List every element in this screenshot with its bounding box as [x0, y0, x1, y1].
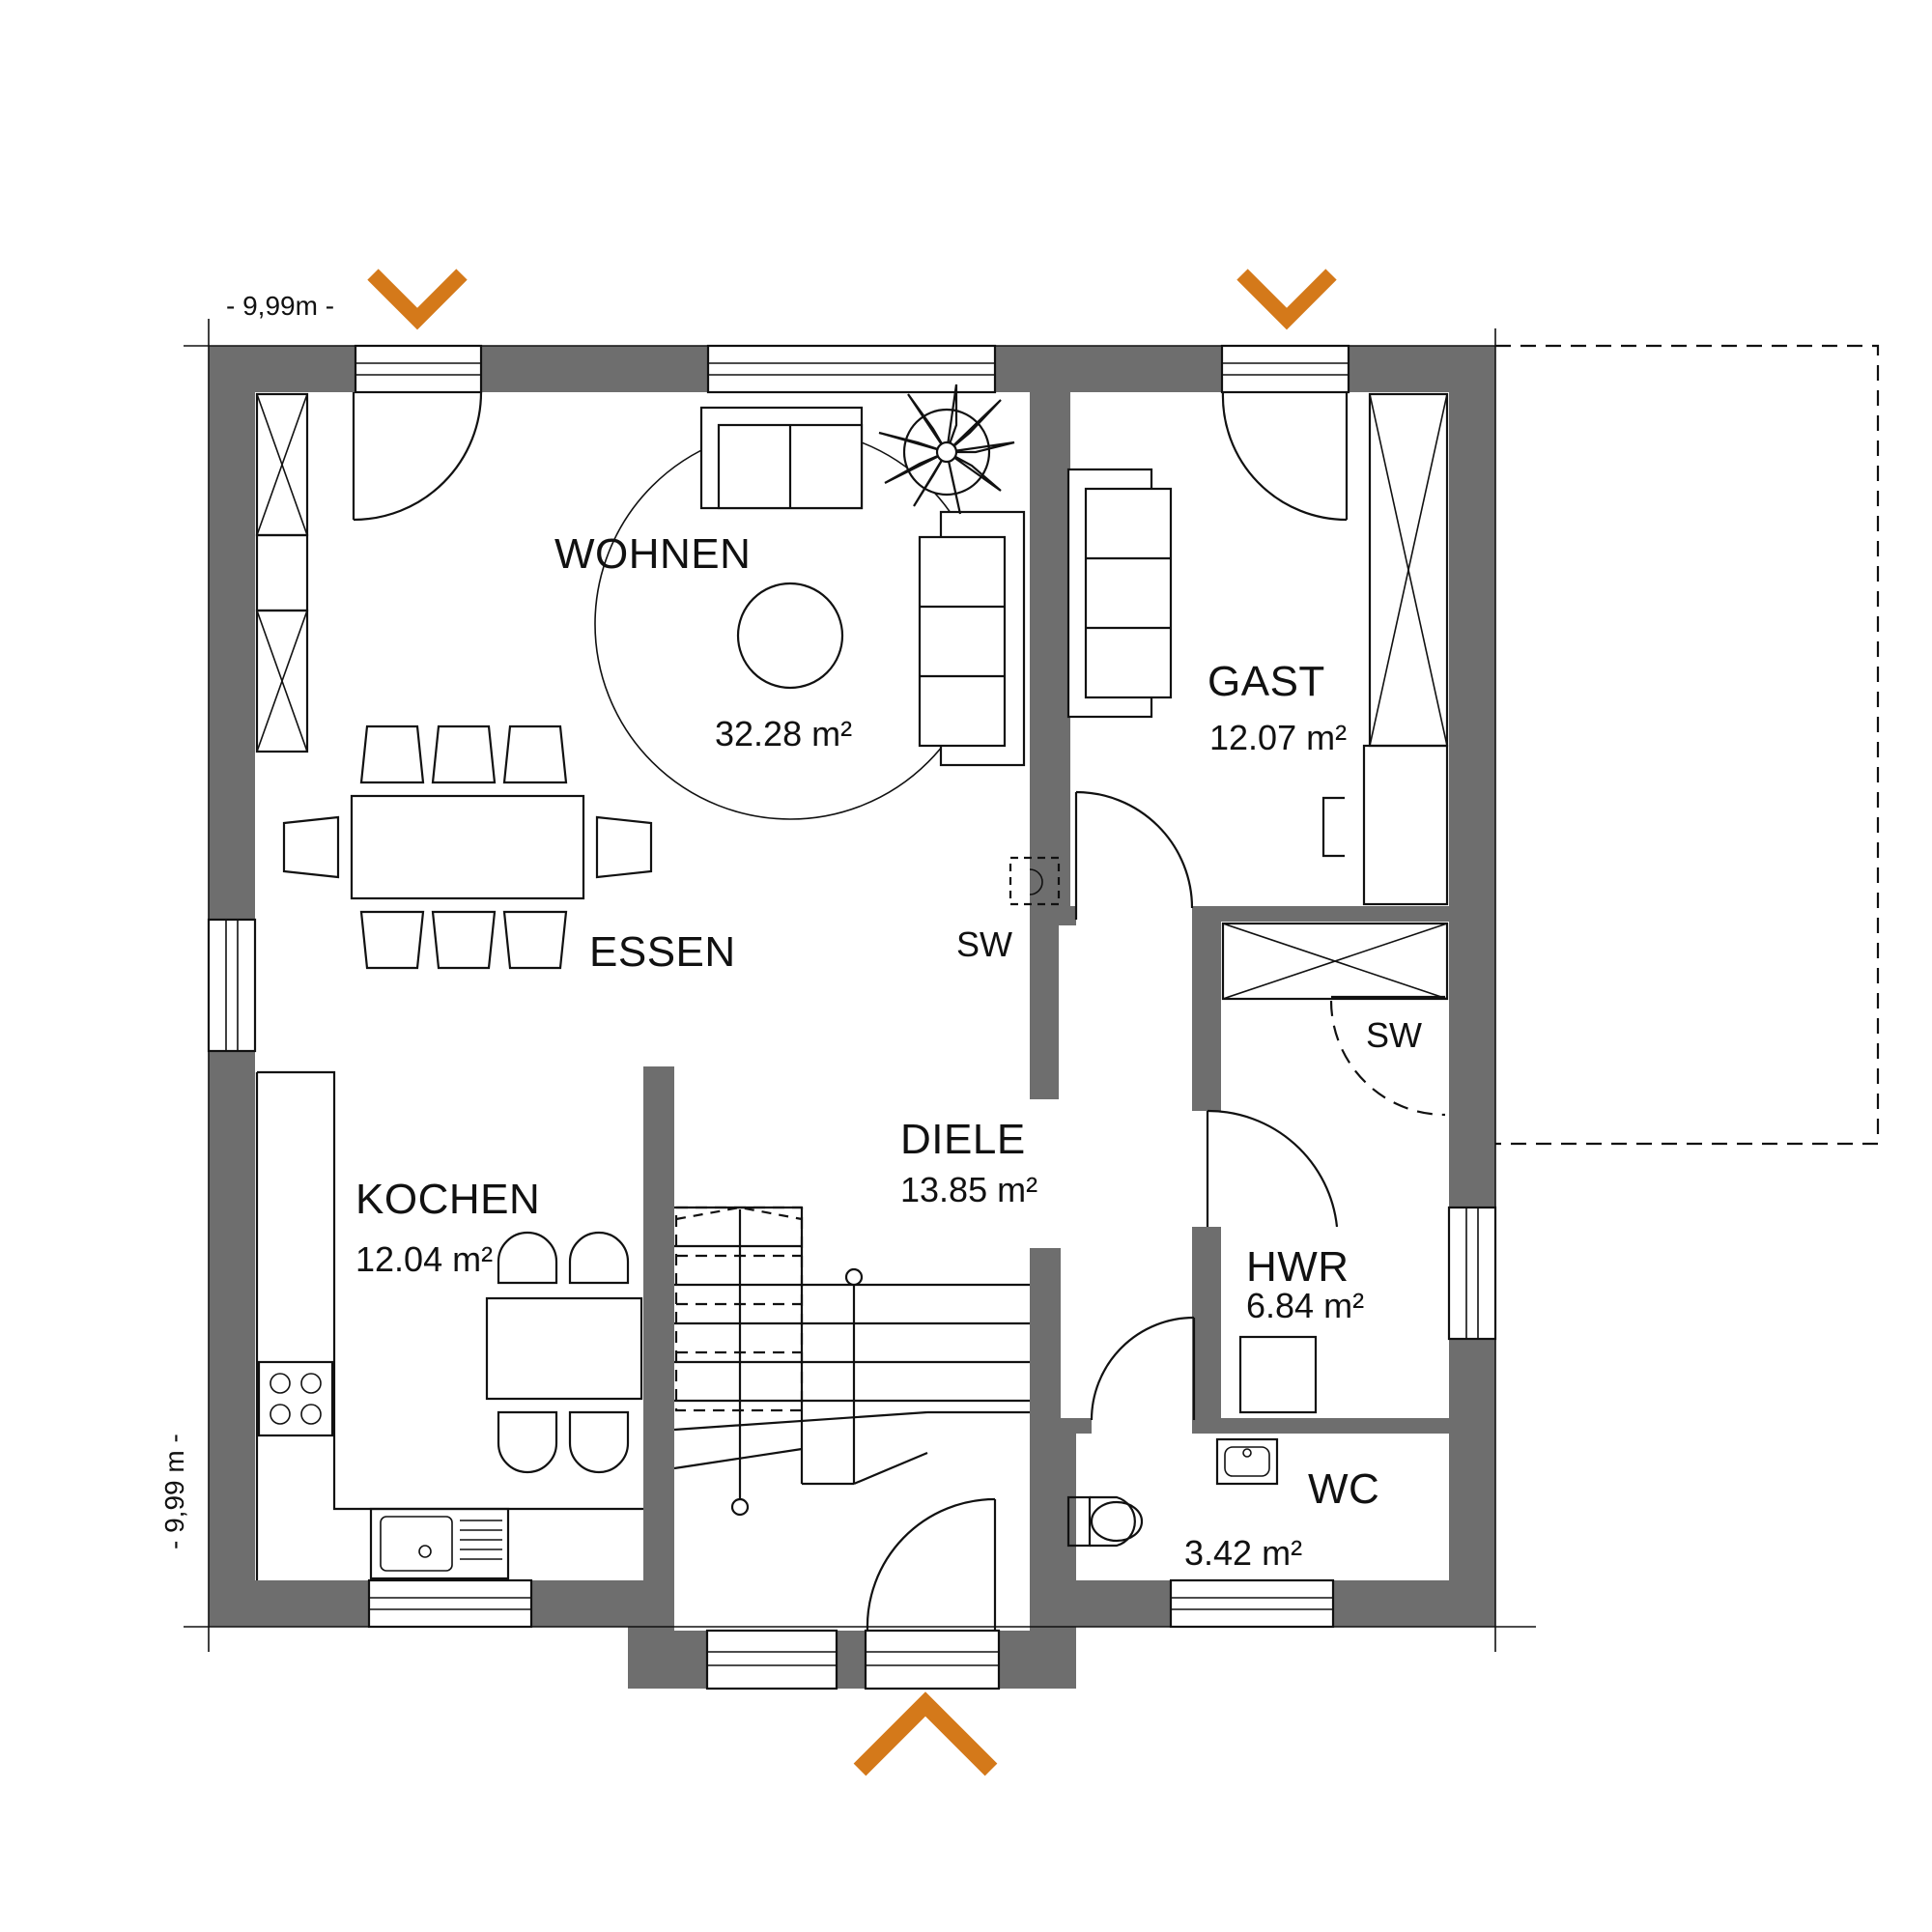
- sofa-right: [918, 510, 1026, 767]
- walls: [209, 346, 1495, 1689]
- wall-int-hwr-left-2: [1192, 1227, 1221, 1420]
- wall-bottom-1: [209, 1580, 369, 1627]
- wall-bottom-4: [1333, 1580, 1495, 1627]
- window-bay-left: [705, 1629, 838, 1690]
- kitchen-table: [485, 1296, 643, 1401]
- window-top-wohnen: [354, 344, 483, 394]
- plant-icon: [878, 384, 1015, 515]
- wall-left-1: [209, 346, 255, 920]
- furniture-wc: [1066, 1437, 1279, 1548]
- toilet-icon: [1066, 1495, 1144, 1548]
- sw-label-hwr: SW: [1366, 1015, 1422, 1055]
- wall-int-hwr-wc: [1192, 1418, 1449, 1434]
- door-wc: [1090, 1316, 1196, 1421]
- room-name-wc: WC: [1308, 1465, 1379, 1513]
- width-dimension: - 9,99m -: [226, 291, 334, 321]
- wall-bay-bottom-3: [999, 1631, 1076, 1689]
- bed-sofa-guest: [1066, 468, 1173, 719]
- wall-int-living-guest: [1030, 346, 1059, 906]
- room-name-diele: DIELE: [900, 1116, 1026, 1163]
- labels: - 9,99m - - 9,99 m - WOHNEN 32.28 m² ESS…: [159, 291, 1422, 1573]
- sw-closet-living: [1009, 856, 1061, 906]
- stairs: [673, 1206, 1030, 1517]
- room-area-hwr: 6.84 m²: [1246, 1286, 1364, 1325]
- view-arrow-icon: [1236, 269, 1337, 330]
- wardrobe-guest: [1362, 392, 1449, 906]
- door-sw-hwr: [1329, 995, 1446, 1117]
- desk-chair-guest: [1321, 796, 1345, 858]
- wall-int-gast-hwr: [1192, 906, 1449, 922]
- wall-right-1: [1449, 346, 1495, 1208]
- window-top-gast: [1220, 344, 1350, 394]
- room-area-wohnen: 32.28 m²: [715, 714, 852, 753]
- window-top-wohnen-2: [706, 344, 997, 394]
- wall-int-diele-left: [643, 1066, 674, 1580]
- door-hwr: [1206, 1109, 1339, 1228]
- room-name-gast: GAST: [1208, 658, 1325, 705]
- windows: [207, 344, 1497, 1690]
- room-area-diele: 13.85 m²: [900, 1170, 1037, 1209]
- window-bottom-kochen: [367, 1578, 533, 1629]
- wall-int-guest-bottom: [1059, 906, 1076, 925]
- wall-int-diele-right: [1030, 1248, 1061, 1580]
- room-name-hwr: HWR: [1246, 1243, 1350, 1291]
- washing-machine: [1238, 1335, 1318, 1414]
- room-name-essen: ESSEN: [589, 928, 736, 976]
- furniture-living: [255, 384, 1026, 970]
- wall-top-2: [481, 346, 708, 392]
- room-area-wc: 3.42 m²: [1184, 1533, 1302, 1573]
- furniture-hwr: [1221, 922, 1449, 1414]
- window-left-essen: [207, 918, 257, 1053]
- door-wohnen-terrace: [352, 391, 483, 522]
- door-gast-window: [1221, 391, 1349, 522]
- room-name-wohnen: WOHNEN: [554, 530, 751, 578]
- room-area-gast: 12.07 m²: [1209, 718, 1347, 757]
- room-name-kochen: KOCHEN: [355, 1176, 540, 1223]
- room-area-kochen: 12.04 m²: [355, 1239, 493, 1279]
- wall-bay-bottom-2: [837, 1631, 866, 1689]
- sofa-icon: [699, 406, 864, 510]
- door-entrance: [866, 1497, 997, 1632]
- view-arrow-icon: [367, 269, 468, 330]
- window-bay-door: [864, 1629, 1001, 1690]
- washbasin-icon: [1215, 1437, 1279, 1486]
- wall-bay-bottom-1: [628, 1631, 707, 1689]
- dimension-lines: [184, 319, 1536, 1652]
- wall-int-hwr-left-1: [1192, 906, 1221, 1111]
- doors: [352, 391, 1446, 1632]
- height-dimension: - 9,99 m -: [159, 1434, 189, 1549]
- entrance-arrow-icon: [853, 1691, 998, 1776]
- coffee-table: [736, 582, 844, 690]
- view-arrows: [367, 269, 1337, 1776]
- furniture-guest: [1066, 392, 1449, 906]
- furniture-kitchen: [255, 1070, 643, 1580]
- wall-top-3: [995, 346, 1222, 392]
- wall-int-sw: [1030, 906, 1059, 1099]
- door-gast: [1074, 790, 1194, 920]
- window-bottom-wc: [1169, 1578, 1335, 1629]
- dining-table: [350, 794, 585, 900]
- sink-icon: [369, 1507, 510, 1580]
- carport-outline: [1495, 344, 1880, 1146]
- wall-right-2: [1449, 1339, 1495, 1627]
- wall-left-2: [209, 1051, 255, 1627]
- stove-icon: [257, 1360, 334, 1437]
- sw-label-living: SW: [956, 924, 1012, 964]
- window-right-hwr: [1447, 1206, 1497, 1341]
- cabinet-left: [255, 392, 309, 753]
- dining-chairs: [282, 724, 653, 970]
- kitchen-chairs: [497, 1231, 630, 1474]
